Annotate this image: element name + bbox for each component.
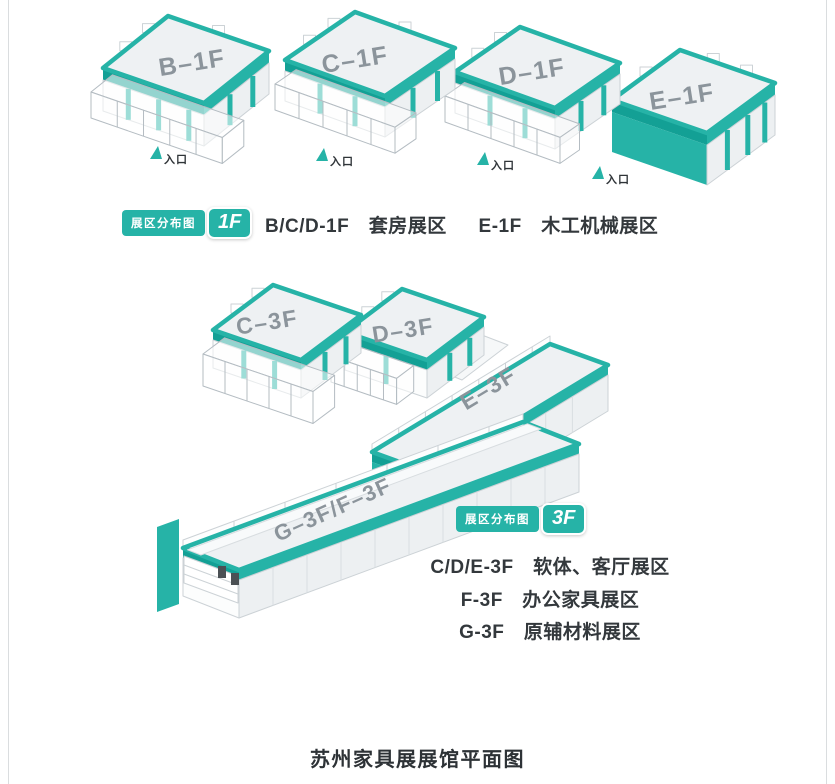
zone-line-g-3f: G-3F 原辅材料展区 xyxy=(459,622,641,643)
legend-1f-floor-badge: 1F xyxy=(207,207,253,239)
g-hall-end-wall xyxy=(157,519,179,612)
entrance-arrow-icon xyxy=(316,148,328,161)
building-c-3f xyxy=(202,282,364,424)
building-b-1f xyxy=(90,13,272,164)
legend-1f-tag: 展区分布图 xyxy=(122,210,205,236)
building-c-1f xyxy=(274,9,458,154)
zone-line-f-3f: F-3F 办公家具展区 xyxy=(460,589,640,611)
entrance-label-d-1f: 入口 xyxy=(491,160,515,172)
page-title: 苏州家具展展馆平面图 xyxy=(310,749,525,771)
zone-line-bcd-1f: B/C/D-1F 套房展区 xyxy=(265,216,447,237)
building-e-1f xyxy=(609,47,778,186)
entrance-arrow-icon xyxy=(150,146,162,159)
zone-line-cde-3f: C/D/E-3F 软体、客厅展区 xyxy=(430,557,670,578)
legend-1f: 展区分布图 1F xyxy=(122,207,253,239)
legend-3f: 展区分布图 3F xyxy=(456,503,587,535)
floor1-zones: B/C/D-1F 套房展区 E-1F 木工机械展区 xyxy=(265,211,684,238)
entrance-label-e-1f: 入口 xyxy=(606,174,630,186)
building-d-1f xyxy=(444,24,623,164)
legend-3f-floor-badge: 3F xyxy=(541,503,587,535)
entrance-label-c-1f: 入口 xyxy=(330,156,354,168)
building-g-f-3f xyxy=(180,413,582,619)
g-hall-door-icon xyxy=(218,566,239,585)
legend-3f-tag: 展区分布图 xyxy=(456,506,539,532)
entrance-arrow-icon xyxy=(592,166,604,179)
entrance-label-b-1f: 入口 xyxy=(164,154,188,166)
floor3-zones: C/D/E-3F 软体、客厅展区 F-3F 办公家具展区 G-3F 原辅材料展区 xyxy=(400,552,700,650)
zone-line-e-1f: E-1F 木工机械展区 xyxy=(478,216,659,237)
entrance-arrow-icon xyxy=(477,152,489,165)
